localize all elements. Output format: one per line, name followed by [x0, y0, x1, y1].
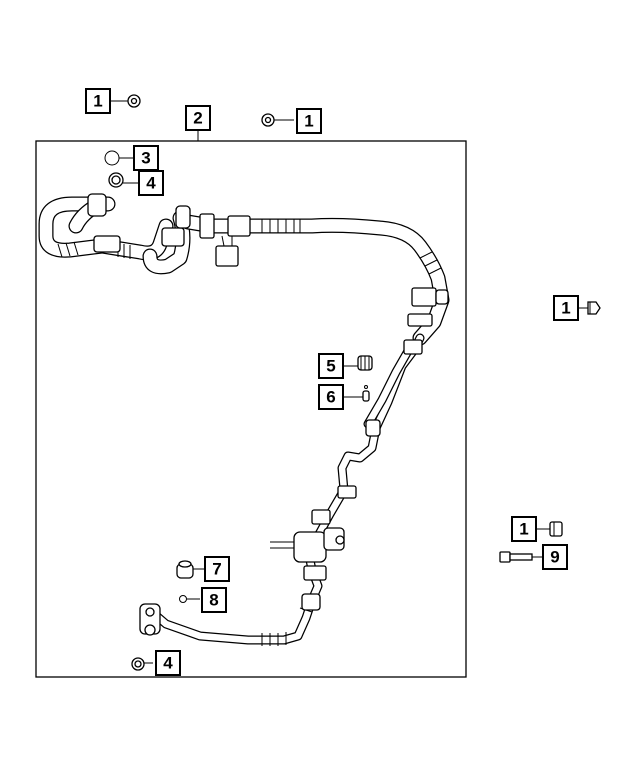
callout-4b: 4 [155, 650, 181, 676]
nut-part-1b [261, 113, 275, 127]
callout-4a: 4 [138, 170, 164, 196]
callout-5: 5 [318, 353, 344, 379]
svg-text:4: 4 [146, 174, 156, 193]
callout-7: 7 [204, 556, 230, 582]
svg-text:7: 7 [212, 560, 221, 579]
callout-8: 8 [201, 587, 227, 613]
svg-text:1: 1 [561, 299, 570, 318]
nut-part-1a [127, 94, 141, 108]
svg-text:1: 1 [519, 520, 528, 539]
callout-1d: 1 [511, 516, 537, 542]
assembly-frame [35, 140, 467, 678]
callout-1c: 1 [553, 295, 579, 321]
svg-text:1: 1 [93, 92, 102, 111]
grommet-part-7 [176, 560, 194, 579]
callout-1a: 1 [85, 88, 111, 114]
valve-core-part-6 [362, 385, 370, 402]
svg-text:4: 4 [163, 654, 173, 673]
svg-text:9: 9 [550, 548, 559, 567]
callout-3: 3 [133, 145, 159, 171]
svg-text:3: 3 [141, 149, 150, 168]
svg-text:2: 2 [193, 109, 202, 128]
svg-text:8: 8 [209, 591, 218, 610]
callout-6: 6 [318, 384, 344, 410]
bolt-part-9 [499, 551, 533, 563]
callout-2: 2 [185, 105, 211, 131]
callout-1b: 1 [296, 108, 322, 134]
svg-text:1: 1 [304, 112, 313, 131]
svg-text:5: 5 [326, 357, 335, 376]
o-ring-part-3 [104, 150, 120, 166]
nut-part-1d [549, 521, 563, 537]
valve-cap-part-5 [357, 355, 373, 371]
leader-lines [110, 100, 588, 664]
seal-part-4a [108, 172, 124, 188]
svg-text:6: 6 [326, 388, 335, 407]
seal-part-4b [131, 657, 145, 671]
callout-9: 9 [542, 544, 568, 570]
o-ring-part-8 [179, 595, 187, 603]
nut-part-1c [587, 301, 601, 315]
hose-assembly [38, 193, 450, 646]
